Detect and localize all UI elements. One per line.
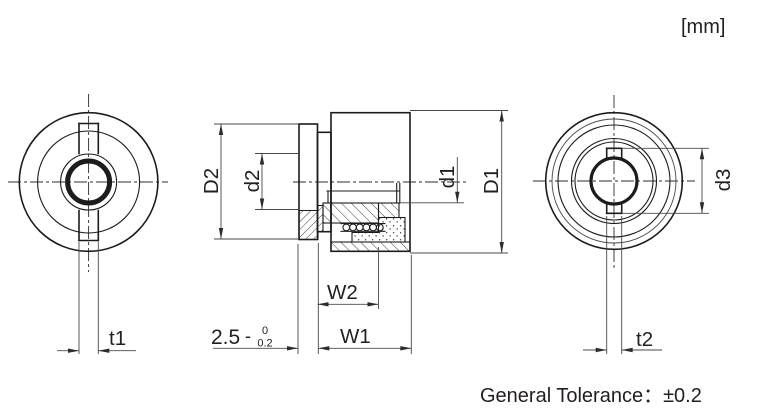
outer-ring-section (330, 241, 411, 252)
dim-label-t2: t2 (636, 328, 653, 351)
inner-sleeve-section (322, 202, 380, 224)
inner-sleeve-step-section (377, 202, 400, 219)
right-bore-ring (589, 156, 639, 206)
w1-left-arrow (318, 346, 330, 351)
section-view: D2 d2 D1 d1 (200, 110, 508, 354)
right-outer-diameter-circle (544, 111, 684, 251)
right-ring-circle-inner (574, 141, 654, 221)
right-flange-circle (557, 124, 671, 238)
left-boss-circle (60, 153, 118, 211)
right-view: d3 t2 (533, 95, 735, 354)
dim-label-d2: d2 (241, 170, 264, 193)
flange-thickness-arrow (287, 346, 298, 351)
t2-left-arrow (595, 347, 607, 353)
dim-label-d1: d1 (436, 166, 459, 189)
dim-D1: D1 (410, 110, 508, 254)
dim-W1-and-flange-thickness: 2.5 - 0 0.2 W1 (211, 243, 412, 354)
dim-label-flange-sign: - (245, 326, 251, 346)
dim-d2: d2 (241, 153, 299, 210)
dim-t2: t2 (583, 216, 662, 354)
left-bore-ring (65, 158, 113, 206)
dim-t1: t1 (57, 242, 136, 354)
dim-W2: W2 (317, 247, 379, 309)
left-step-circle (37, 130, 141, 234)
dim-label-t1: t1 (109, 327, 126, 350)
t2-right-arrow (621, 347, 633, 353)
t1-left-arrow (68, 348, 79, 353)
dim-label-flange-tol-lower: 0.2 (257, 338, 272, 350)
right-chamfer-circle (551, 118, 677, 244)
dim-label-W2: W2 (327, 281, 358, 304)
general-tolerance-note: General Tolerance：±0.2 (480, 385, 702, 407)
t1-right-arrow (98, 348, 110, 353)
flange-section-hatch (298, 204, 324, 241)
dim-label-flange-value: 2.5 (211, 326, 240, 349)
dim-d1: d1 (400, 157, 464, 204)
dim-D2: D2 (200, 123, 299, 240)
dim-label-d3: d3 (712, 169, 735, 192)
left-outer-diameter-circle (18, 111, 159, 253)
dim-label-W1: W1 (340, 325, 371, 348)
dim-label-D1: D1 (480, 168, 503, 194)
dim-d3: d3 (621, 147, 735, 214)
w1-right-arrow (400, 346, 412, 351)
left-view: t1 (8, 94, 168, 354)
dim-label-D2: D2 (200, 168, 223, 194)
unit-label: [mm] (681, 16, 725, 38)
right-ring-circle-outer (570, 137, 658, 225)
dim-label-flange-tol-upper: 0 (262, 325, 268, 337)
